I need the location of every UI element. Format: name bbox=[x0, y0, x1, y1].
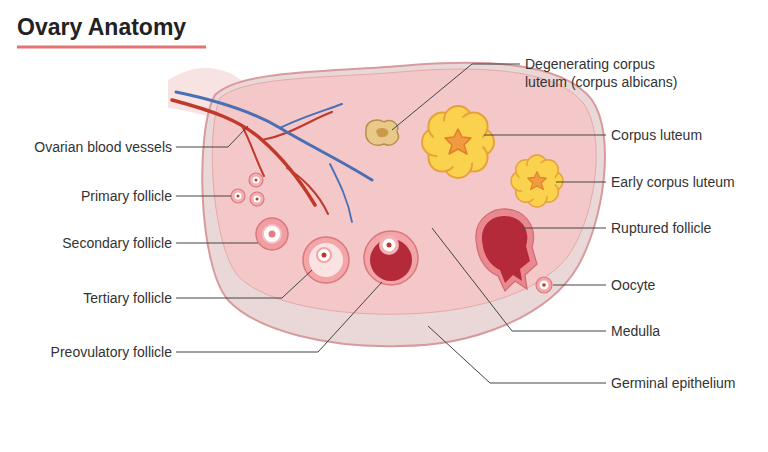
nucleus bbox=[255, 179, 258, 182]
part-label: Corpus luteum bbox=[611, 126, 702, 144]
leader-line bbox=[392, 64, 520, 130]
antrum bbox=[370, 239, 412, 281]
oocyte bbox=[383, 239, 396, 252]
tertiary-follicle bbox=[303, 237, 349, 283]
artery bbox=[242, 126, 264, 176]
primary-follicles bbox=[231, 173, 264, 206]
oocyte bbox=[254, 196, 261, 203]
artery bbox=[262, 112, 332, 140]
leader-line bbox=[522, 228, 606, 229]
oocyte bbox=[253, 177, 260, 184]
primary-follicle bbox=[250, 192, 264, 206]
artery bbox=[172, 100, 315, 205]
oocyte bbox=[540, 281, 549, 290]
part-label: Primary follicle bbox=[81, 187, 172, 205]
part-label: Degenerating corpus luteum (corpus albic… bbox=[525, 55, 695, 91]
title-underline bbox=[17, 46, 206, 49]
leader-line bbox=[553, 285, 606, 286]
part-label: Germinal epithelium bbox=[611, 374, 736, 392]
nucleus bbox=[387, 243, 392, 248]
ovary-cortex bbox=[202, 63, 605, 346]
secondary-follicle bbox=[256, 218, 288, 250]
leader-lines bbox=[176, 64, 606, 383]
leader-line bbox=[176, 270, 312, 298]
ruptured-follicle-wall bbox=[476, 209, 537, 291]
nucleus bbox=[322, 253, 327, 258]
leader-line bbox=[176, 282, 382, 352]
granulosa bbox=[309, 243, 343, 277]
corpus-luteum bbox=[422, 106, 494, 178]
corpus-albicans-core bbox=[376, 128, 388, 137]
cumulus bbox=[379, 235, 399, 255]
leader-line bbox=[176, 243, 258, 244]
vein bbox=[280, 104, 342, 128]
primary-follicle bbox=[249, 173, 263, 187]
part-label: Secondary follicle bbox=[62, 234, 172, 252]
part-label: Early corpus luteum bbox=[611, 173, 735, 191]
oocyte bbox=[235, 193, 242, 200]
early-corpus-luteum bbox=[511, 155, 563, 207]
vein bbox=[176, 92, 372, 180]
leader-line bbox=[484, 135, 606, 136]
nucleus bbox=[256, 198, 259, 201]
part-label: Medulla bbox=[611, 322, 660, 340]
nucleus bbox=[237, 195, 240, 198]
artery bbox=[287, 168, 328, 214]
nucleus bbox=[542, 283, 546, 287]
leader-line bbox=[556, 182, 606, 183]
diagram-title: Ovary Anatomy bbox=[17, 13, 186, 41]
leader-line bbox=[432, 228, 606, 331]
corpus-albicans bbox=[366, 120, 399, 145]
primary-follicle bbox=[231, 189, 245, 203]
preovulatory-follicle bbox=[364, 231, 418, 285]
leader-line bbox=[176, 126, 248, 147]
oocyte bbox=[317, 248, 331, 262]
part-label: Preovulatory follicle bbox=[51, 343, 172, 361]
leader-line bbox=[176, 196, 231, 197]
ruptured-follicle bbox=[482, 216, 530, 283]
nucleus bbox=[269, 231, 276, 238]
part-label: Tertiary follicle bbox=[83, 289, 172, 307]
released-oocyte bbox=[536, 277, 552, 293]
oocyte bbox=[263, 225, 281, 243]
part-label: Ovarian blood vessels bbox=[34, 138, 172, 156]
vein bbox=[330, 164, 352, 222]
part-label: Ruptured follicle bbox=[611, 219, 711, 237]
part-label: Oocyte bbox=[611, 276, 655, 294]
ovary-medulla bbox=[212, 69, 596, 314]
leader-line bbox=[428, 326, 606, 383]
